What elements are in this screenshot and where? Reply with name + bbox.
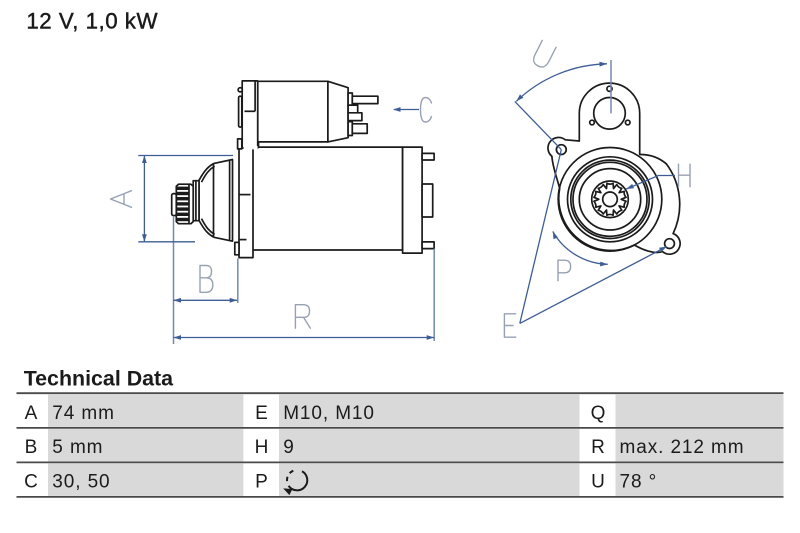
svg-text:Q: Q [591,403,606,424]
svg-text:5 mm: 5 mm [52,437,103,458]
svg-text:E: E [255,403,268,424]
svg-text:H: H [255,437,269,458]
svg-text:M10, M10: M10, M10 [283,403,375,424]
svg-text:R: R [591,437,605,458]
svg-text:9: 9 [283,437,294,458]
svg-text:74 mm: 74 mm [52,403,115,424]
svg-text:78 °: 78 ° [620,472,658,493]
svg-text:12 V, 1,0 kW: 12 V, 1,0 kW [26,9,158,34]
svg-text:Technical Data: Technical Data [24,367,174,391]
svg-text:P: P [255,472,268,493]
svg-text:C: C [24,472,38,493]
svg-text:U: U [591,472,605,493]
svg-text:A: A [25,403,38,424]
svg-text:B: B [25,437,38,458]
svg-text:max. 212 mm: max. 212 mm [620,437,745,458]
svg-text:30, 50: 30, 50 [52,472,110,493]
